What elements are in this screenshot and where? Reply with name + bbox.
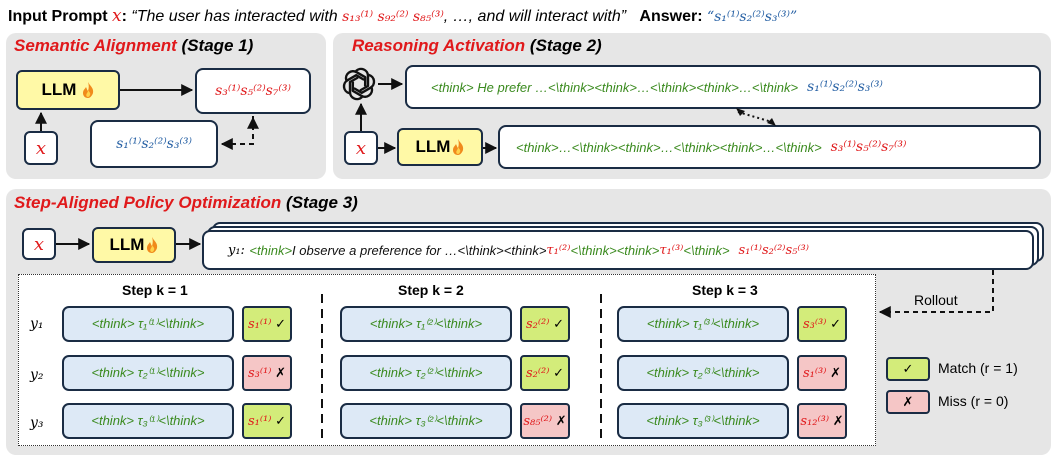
legend-miss-mark: ✗ (902, 394, 914, 409)
x-symbol: x (112, 6, 122, 26)
think-cell: <think> τ₃⁽³⁾<\think> (617, 403, 789, 439)
think-cell: <think> τ₁⁽³⁾<\think> (617, 306, 789, 342)
item-cell-miss: s₈₅⁽²⁾ ✗ (520, 403, 570, 439)
think-cell: <think> τ₁⁽²⁾<\think> (340, 306, 512, 342)
stage1-llm-box: LLM (16, 70, 120, 110)
item-cell-miss: s₃⁽¹⁾ ✗ (242, 355, 292, 391)
stage2-llm-box: LLM (397, 128, 483, 166)
rollout-y1-box: y₁: <think> I observe a preference for …… (202, 230, 1034, 270)
stage1-output-box: s₃⁽¹⁾s₅⁽²⁾s₇⁽³⁾ (195, 68, 311, 114)
item-cell-match: s₂⁽²⁾ ✓ (520, 355, 570, 391)
fire-icon (146, 237, 158, 253)
stage3-llm-label: LLM (109, 235, 145, 254)
item-cell-miss: s₁⁽³⁾ ✗ (797, 355, 847, 391)
header: Input Prompt x: “The user has interacted… (8, 6, 798, 26)
legend-miss-label: Miss (r = 0) (938, 393, 1009, 409)
fire-icon (452, 139, 464, 155)
stage2-student-box: <think>…<\think><think>…<\think><think>…… (498, 125, 1041, 169)
input-prompt-label: Input Prompt (8, 8, 108, 25)
think-cell: <think> τ₃⁽¹⁾<\think> (62, 403, 234, 439)
rollout-close-text: <\think> (683, 242, 730, 258)
think-cell: <think> τ₁⁽¹⁾<\think> (62, 306, 234, 342)
item-cell-match: s₃⁽³⁾ ✓ (797, 306, 847, 342)
item-cell-match: s₁⁽¹⁾ ✓ (242, 306, 292, 342)
stage2-llm-label: LLM (415, 137, 451, 156)
rollout-tau13: τ₁⁽³⁾ (659, 242, 684, 258)
legend-match-mark: ✓ (902, 361, 914, 376)
rollout-y1-label: y₁: (228, 242, 245, 258)
fire-icon (82, 82, 94, 98)
item-cell-miss: s₁₂⁽³⁾ ✗ (797, 403, 847, 439)
prompt-text: “The user has interacted with (131, 8, 338, 25)
row-label-y2: y₂ (30, 367, 44, 383)
step-1-label: Step k = 1 (122, 282, 188, 298)
legend-match-swatch: ✓ (886, 357, 930, 381)
item-cell-match: s₂⁽²⁾ ✓ (520, 306, 570, 342)
stage1-llm-label: LLM (41, 80, 77, 99)
answer-label: Answer: (639, 8, 703, 25)
step-2-label: Step k = 2 (398, 282, 464, 298)
rollout-think-open: <think> (249, 242, 293, 258)
think-cell: <think> τ₂⁽¹⁾<\think> (62, 355, 234, 391)
stage3-x-box: x (22, 228, 56, 260)
think-cell: <think> τ₃⁽²⁾<\think> (340, 403, 512, 439)
legend-match-label: Match (r = 1) (938, 360, 1018, 376)
rollout-label: Rollout (914, 292, 958, 308)
think-cell: <think> τ₂⁽³⁾<\think> (617, 355, 789, 391)
stage3-title: Step-Aligned Policy Optimization (Stage … (14, 193, 358, 212)
openai-logo-icon (342, 67, 376, 101)
stage1-title: Semantic Alignment (Stage 1) (14, 36, 254, 55)
legend-miss-swatch: ✗ (886, 390, 930, 414)
rollout-output-tokens: s₁⁽¹⁾s₂⁽²⁾s₅⁽³⁾ (738, 242, 809, 258)
step-3-label: Step k = 3 (692, 282, 758, 298)
prompt-items: s₁₃⁽¹⁾ s₉₂⁽²⁾ s₈₅⁽³⁾ (342, 9, 444, 25)
stage1-target-box: s₁⁽¹⁾s₂⁽²⁾s₃⁽³⁾ (90, 120, 218, 168)
item-cell-match: s₁⁽¹⁾ ✓ (242, 403, 292, 439)
prompt-tail: , …, and will interact with” (443, 8, 627, 25)
row-label-y1: y₁ (30, 316, 44, 332)
row-label-y3: y₃ (30, 415, 44, 431)
stage2-teacher-box: <think> He prefer …<\think><think>…<\thi… (405, 65, 1041, 109)
rollout-observe-text: I observe a preference for …<\think><thi… (292, 242, 547, 258)
stage2-title: Reasoning Activation (Stage 2) (352, 36, 602, 55)
answer-value: “s₁⁽¹⁾s₂⁽²⁾s₃⁽³⁾” (706, 9, 798, 25)
stage1-x-box: x (24, 131, 58, 165)
think-cell: <think> τ₂⁽²⁾<\think> (340, 355, 512, 391)
rollout-mid-text: <\think><think> (570, 242, 660, 258)
stage3-llm-box: LLM (92, 227, 176, 263)
rollout-tau12: τ₁⁽²⁾ (546, 242, 571, 258)
stage2-x-box: x (344, 131, 378, 165)
